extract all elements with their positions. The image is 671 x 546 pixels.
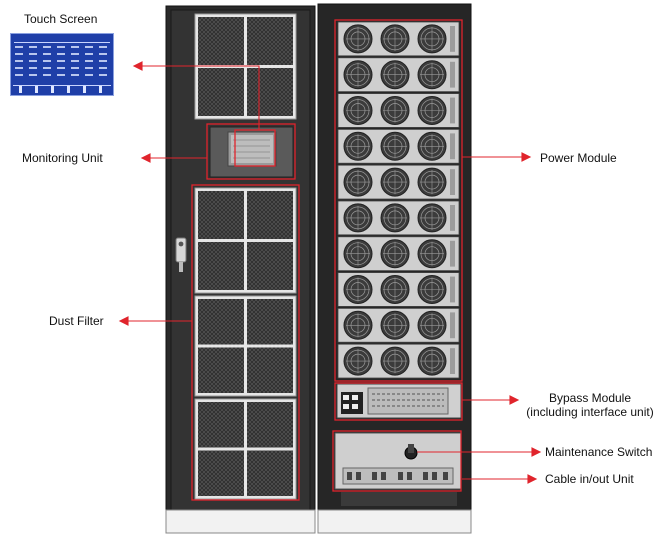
- fan-icon: [417, 167, 447, 197]
- label-bypass-module-line2: (including interface unit): [526, 405, 654, 419]
- power-module: [337, 272, 460, 307]
- power-module: [337, 343, 460, 379]
- label-bypass-module-line1: Bypass Module: [548, 391, 632, 405]
- power-module: [337, 57, 460, 92]
- fan-icon: [343, 203, 373, 233]
- label-dust-filter: Dust Filter: [49, 314, 104, 328]
- label-monitoring-unit: Monitoring Unit: [22, 151, 103, 165]
- power-module: [337, 236, 460, 272]
- monitoring-unit-arrow: [140, 153, 151, 163]
- fan-icon: [417, 346, 447, 376]
- fan-icon: [417, 96, 447, 125]
- dust-filter: [194, 295, 297, 397]
- fan-icon: [343, 131, 373, 161]
- power-module: [337, 200, 460, 236]
- fan-icon: [380, 60, 410, 90]
- power-module: [337, 307, 460, 343]
- bypass-module-highlight: [334, 382, 463, 421]
- power-module-highlight: [334, 19, 463, 382]
- label-cable-unit: Cable in/out Unit: [545, 472, 634, 486]
- touch-screen-arrow: [132, 61, 143, 71]
- fan-icon: [380, 24, 410, 54]
- fan-icon: [343, 346, 373, 376]
- cable-unit-arrow: [527, 474, 538, 484]
- fan-icon: [417, 24, 447, 54]
- fan-icon: [417, 275, 447, 304]
- fan-icon: [380, 167, 410, 197]
- power-module-arrow: [521, 152, 532, 162]
- fan-icon: [343, 239, 373, 269]
- fan-icon: [417, 131, 447, 161]
- fan-icon: [417, 203, 447, 233]
- fan-icon: [343, 310, 373, 340]
- fan-icon: [380, 203, 410, 233]
- maintenance-cable-highlight: [332, 430, 462, 492]
- fan-icon: [343, 24, 373, 54]
- fan-icon: [417, 239, 447, 269]
- fan-icon: [343, 167, 373, 197]
- label-bypass-module: Bypass Module (including interface unit): [518, 391, 662, 419]
- touch-screen-leader: [140, 65, 260, 130]
- power-module-stack: [337, 21, 460, 379]
- fan-icon: [417, 60, 447, 90]
- fan-icon: [380, 346, 410, 376]
- dust-filter: [194, 398, 297, 500]
- dust-filter: [194, 187, 297, 294]
- monitoring-unit-highlight: [206, 123, 296, 180]
- monitoring-screen-highlight: [234, 129, 276, 167]
- maintenance-cable-panel: [334, 432, 462, 506]
- power-module: [337, 128, 460, 164]
- power-module: [337, 21, 460, 57]
- label-maintenance-switch: Maintenance Switch: [545, 445, 653, 459]
- label-power-module: Power Module: [540, 151, 617, 165]
- fan-icon: [380, 131, 410, 161]
- bypass-module-panel: [336, 383, 462, 419]
- monitoring-unit-panel: [209, 126, 294, 178]
- touch-screen-image: [10, 33, 114, 96]
- dust-filter-arrow: [118, 316, 129, 326]
- bypass-module-arrow: [509, 395, 520, 405]
- fan-icon: [343, 96, 373, 125]
- label-touch-screen: Touch Screen: [24, 12, 98, 26]
- dust-filter-panels: [194, 13, 297, 500]
- fan-icon: [343, 275, 373, 304]
- fan-icon: [343, 60, 373, 90]
- power-module: [337, 164, 460, 200]
- fan-icon: [417, 310, 447, 340]
- fan-icon: [380, 239, 410, 269]
- maintenance-switch-arrow: [531, 447, 542, 457]
- fan-icon: [380, 310, 410, 340]
- fan-icon: [380, 96, 410, 125]
- fan-icon: [380, 275, 410, 304]
- door-handle: [175, 237, 187, 272]
- power-module: [337, 93, 460, 128]
- dust-filter-highlight: [191, 184, 300, 501]
